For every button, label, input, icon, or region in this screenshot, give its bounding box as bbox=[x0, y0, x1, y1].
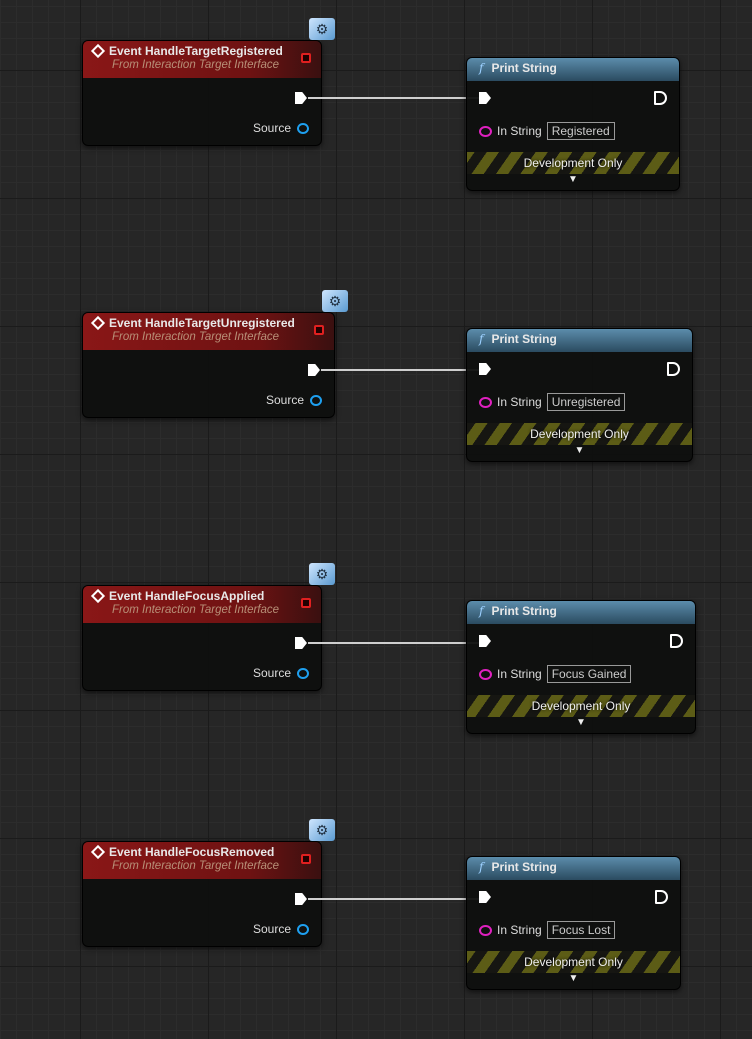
event-title: Event HandleTargetUnregistered bbox=[109, 316, 295, 330]
in-string-input[interactable]: Registered bbox=[546, 122, 615, 140]
exec-wire bbox=[308, 642, 480, 644]
print-string-title: Print String bbox=[491, 61, 557, 75]
event-subtitle: From Interaction Target Interface bbox=[112, 860, 280, 872]
development-only-banner: Development Only bbox=[467, 695, 695, 717]
print-string-title: Print String bbox=[491, 860, 557, 874]
source-label: Source bbox=[252, 121, 291, 135]
source-pin[interactable] bbox=[310, 394, 322, 406]
event-header: Event HandleFocusApplied From Interactio… bbox=[83, 586, 321, 623]
event-icon bbox=[90, 315, 106, 331]
exec-out-pin[interactable] bbox=[295, 893, 307, 905]
source-label: Source bbox=[265, 393, 304, 407]
source-pin[interactable] bbox=[297, 667, 309, 679]
interface-icon: ⚙ bbox=[309, 563, 335, 585]
in-string-label: In String bbox=[497, 395, 542, 409]
print-string-header: f Print String bbox=[467, 601, 695, 624]
event-subtitle: From Interaction Target Interface bbox=[112, 331, 280, 343]
source-label: Source bbox=[252, 666, 291, 680]
in-string-label: In String bbox=[497, 124, 542, 138]
in-string-pin[interactable] bbox=[479, 668, 492, 680]
in-string-label: In String bbox=[497, 923, 542, 937]
exec-out-pin[interactable] bbox=[295, 92, 307, 104]
delegate-pin[interactable] bbox=[314, 325, 324, 335]
exec-in-pin[interactable] bbox=[479, 363, 491, 375]
in-string-pin[interactable] bbox=[479, 396, 492, 408]
development-only-banner: Development Only bbox=[467, 423, 692, 445]
event-node[interactable]: Event HandleFocusApplied From Interactio… bbox=[82, 563, 335, 691]
in-string-pin[interactable] bbox=[479, 125, 492, 137]
event-icon bbox=[90, 588, 106, 604]
exec-in-pin[interactable] bbox=[479, 92, 491, 104]
exec-in-pin[interactable] bbox=[479, 635, 491, 647]
source-label: Source bbox=[252, 922, 291, 936]
event-title: Event HandleFocusApplied bbox=[109, 589, 265, 603]
event-subtitle: From Interaction Target Interface bbox=[112, 604, 280, 616]
print-string-node[interactable]: f Print String In String Unregistered Deve… bbox=[466, 328, 693, 462]
exec-out-pin[interactable] bbox=[654, 91, 667, 105]
event-icon bbox=[90, 844, 106, 860]
event-node[interactable]: Event HandleFocusRemoved From Interactio… bbox=[82, 819, 335, 947]
function-icon: f bbox=[479, 860, 484, 874]
event-subtitle: From Interaction Target Interface bbox=[112, 59, 280, 71]
source-pin[interactable] bbox=[297, 923, 309, 935]
exec-out-pin[interactable] bbox=[655, 890, 668, 904]
source-pin[interactable] bbox=[297, 122, 309, 134]
exec-wire bbox=[308, 97, 480, 99]
in-string-input[interactable]: Focus Lost bbox=[546, 921, 616, 939]
in-string-input[interactable]: Focus Gained bbox=[546, 665, 632, 683]
in-string-pin[interactable] bbox=[479, 924, 492, 936]
development-only-banner: Development Only bbox=[467, 152, 679, 174]
interface-icon: ⚙ bbox=[309, 18, 335, 40]
event-title: Event HandleFocusRemoved bbox=[109, 845, 275, 859]
interface-icon: ⚙ bbox=[309, 819, 335, 841]
print-string-title: Print String bbox=[491, 332, 557, 346]
expand-chevron-icon[interactable]: ▼ bbox=[576, 717, 586, 728]
expand-chevron-icon[interactable]: ▼ bbox=[574, 445, 585, 456]
print-string-header: f Print String bbox=[467, 58, 679, 81]
event-header: Event HandleTargetUnregistered From Inte… bbox=[83, 313, 334, 350]
function-icon: f bbox=[479, 332, 484, 346]
in-string-input[interactable]: Unregistered bbox=[546, 393, 626, 411]
delegate-pin[interactable] bbox=[301, 854, 311, 864]
exec-out-pin[interactable] bbox=[295, 637, 307, 649]
development-only-banner: Development Only bbox=[467, 951, 680, 973]
event-header: Event HandleFocusRemoved From Interactio… bbox=[83, 842, 321, 879]
event-node[interactable]: Event HandleTargetRegistered From Intera… bbox=[82, 18, 335, 146]
print-string-header: f Print String bbox=[467, 857, 680, 880]
function-icon: f bbox=[479, 604, 484, 618]
interface-icon: ⚙ bbox=[322, 290, 348, 312]
event-icon bbox=[90, 43, 106, 59]
delegate-pin[interactable] bbox=[301, 53, 311, 63]
expand-chevron-icon[interactable]: ▼ bbox=[568, 973, 579, 984]
in-string-label: In String bbox=[497, 667, 542, 681]
print-string-header: f Print String bbox=[467, 329, 692, 352]
exec-in-pin[interactable] bbox=[479, 891, 491, 903]
exec-out-pin[interactable] bbox=[308, 364, 320, 376]
exec-out-pin[interactable] bbox=[667, 362, 680, 376]
exec-out-pin[interactable] bbox=[670, 634, 683, 648]
print-string-node[interactable]: f Print String In String Focus Gained Deve… bbox=[466, 600, 696, 734]
function-icon: f bbox=[479, 61, 484, 75]
event-header: Event HandleTargetRegistered From Intera… bbox=[83, 41, 321, 78]
print-string-title: Print String bbox=[491, 604, 557, 618]
expand-chevron-icon[interactable]: ▼ bbox=[568, 174, 578, 185]
delegate-pin[interactable] bbox=[301, 598, 311, 608]
exec-wire bbox=[321, 369, 480, 371]
print-string-node[interactable]: f Print String In String Focus Lost Develo… bbox=[466, 856, 681, 990]
exec-wire bbox=[308, 898, 480, 900]
print-string-node[interactable]: f Print String In String Registered Develo… bbox=[466, 57, 680, 191]
event-node[interactable]: Event HandleTargetUnregistered From Inte… bbox=[82, 290, 348, 418]
event-title: Event HandleTargetRegistered bbox=[109, 44, 283, 58]
